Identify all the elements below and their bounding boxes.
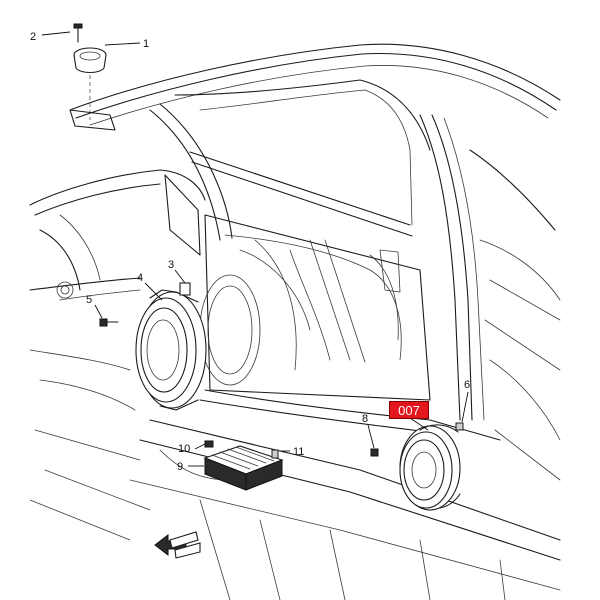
callout-4: 4 [137,272,143,284]
speaker-clip [179,282,191,296]
callout-labels: 1 2 3 4 5 6 8 9 10 11 [30,31,470,473]
callout-1: 1 [143,38,149,50]
callout-2: 2 [30,31,36,43]
tweeter-housing [69,47,116,131]
speaker-screw-left [99,318,119,327]
callout-8: 8 [362,413,368,425]
callout-3: 3 [168,259,174,271]
callout-9: 9 [177,461,183,473]
leader-lines [41,31,469,467]
front-speaker [135,284,207,411]
floor-structure [129,419,561,600]
screw-top [73,23,83,43]
rear-speaker [399,422,464,511]
amplifier-module [203,445,284,491]
front-arrow-icon [154,531,201,559]
callout-10: 10 [178,443,190,455]
part-007-badge: 007 [389,401,429,419]
door-inner-panel [199,214,501,441]
callout-5: 5 [86,294,92,306]
callout-11: 11 [293,446,304,458]
callout-6: 6 [464,379,470,391]
speaker-screw-right [370,448,379,457]
dashboard-outline [29,169,206,541]
vehicle-body-outline [69,43,561,481]
